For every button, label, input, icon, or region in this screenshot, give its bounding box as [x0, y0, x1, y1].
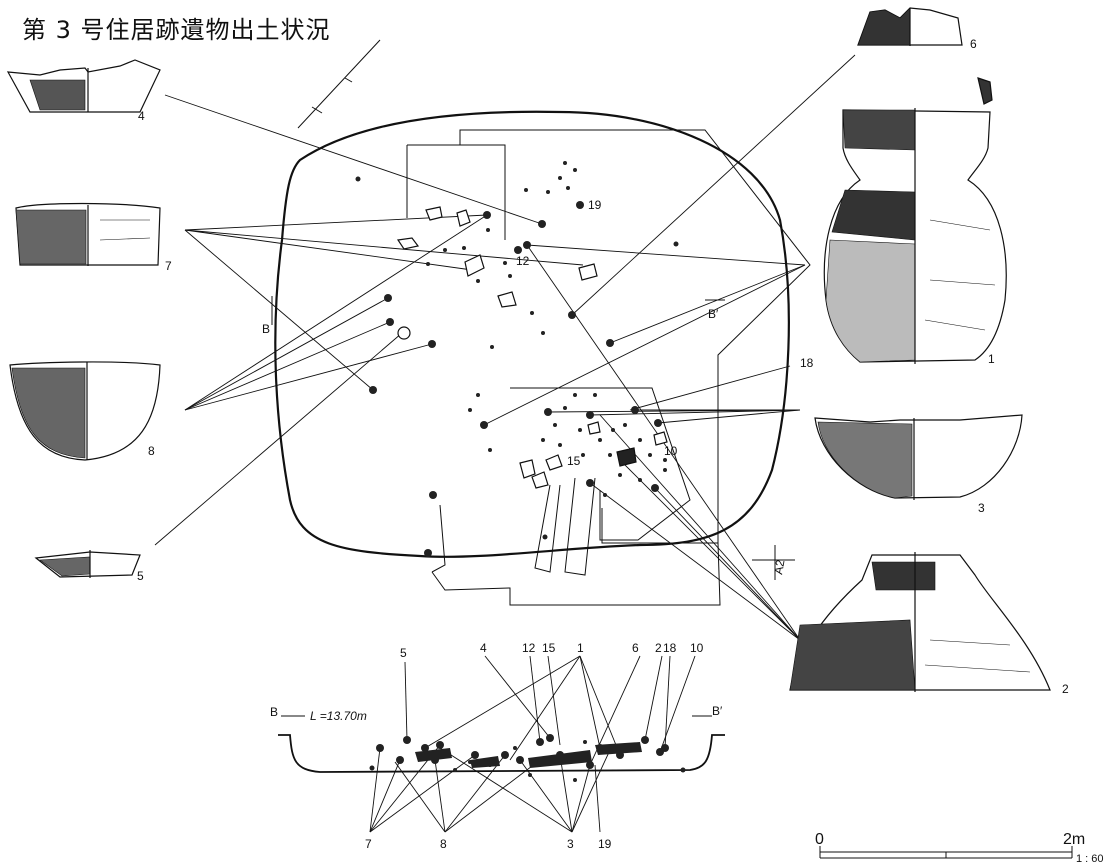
plan-sherds [396, 206, 668, 489]
profile-bottom-label: 3 [567, 837, 574, 851]
leader-lines [154, 54, 856, 641]
artifact-2-drawing [789, 552, 1051, 692]
profile-bottom-label: 7 [365, 837, 372, 851]
profile-find-spots [369, 734, 686, 782]
artifact-label-2: 2 [1062, 682, 1069, 696]
artifact-3-drawing [814, 414, 1023, 500]
artifact-6-drawing [857, 7, 963, 46]
profile-top-label: 10 [690, 641, 704, 655]
profile-start-label: B [270, 705, 278, 719]
scale-end: 2m [1063, 831, 1085, 848]
section-label-a2: A2 [771, 558, 787, 575]
profile-leader-lines [369, 655, 696, 833]
profile-top-label: 5 [400, 646, 407, 660]
artifact-1-drawing [823, 77, 1007, 364]
section-label-b-prime: B′ [708, 307, 719, 321]
artifact-5-drawing [34, 550, 141, 578]
artifact-7-drawing [15, 202, 161, 266]
profile-end-label: B′ [712, 704, 723, 718]
plan-find-spots [355, 161, 679, 557]
artifact-8-drawing [9, 361, 161, 461]
section-marker-a2 [752, 545, 795, 580]
profile-level: L =13.70m [310, 709, 367, 723]
profile-top-label: 4 [480, 641, 487, 655]
scale-ratio: 1 : 60 [1076, 853, 1104, 865]
north-arrow [297, 39, 381, 129]
scale-bar [819, 846, 1073, 859]
profile-top-label: 18 [663, 641, 677, 655]
artifact-label-3: 3 [978, 501, 985, 515]
plan-label-19: 19 [588, 198, 602, 212]
scale-zero: 0 [815, 831, 824, 848]
artifact-label-8: 8 [148, 444, 155, 458]
artifact-label-4: 4 [138, 109, 145, 123]
plan-label-10: 10 [664, 444, 678, 458]
profile-bottom-label: 19 [598, 837, 612, 851]
section-label-b: B [262, 322, 270, 336]
profile-section [278, 715, 725, 773]
grid-lines [406, 129, 811, 606]
artifact-label-7: 7 [165, 259, 172, 273]
artifact-label-6: 6 [970, 37, 977, 51]
profile-bottom-label: 8 [440, 837, 447, 851]
pit-outline [274, 110, 790, 558]
figure-title: 第 3 号住居跡遺物出土状況 [22, 16, 331, 44]
plan-label-15: 15 [567, 454, 581, 468]
profile-top-label: 15 [542, 641, 556, 655]
plan-label-12: 12 [516, 254, 530, 268]
profile-top-label: 1 [577, 641, 584, 655]
artifact-label-18: 18 [800, 356, 814, 370]
artifact-4-drawing [6, 59, 161, 113]
artifact-label-1: 1 [988, 352, 995, 366]
profile-top-label: 6 [632, 641, 639, 655]
profile-top-label: 12 [522, 641, 536, 655]
profile-top-label: 2 [655, 641, 662, 655]
artifact-label-5: 5 [137, 569, 144, 583]
